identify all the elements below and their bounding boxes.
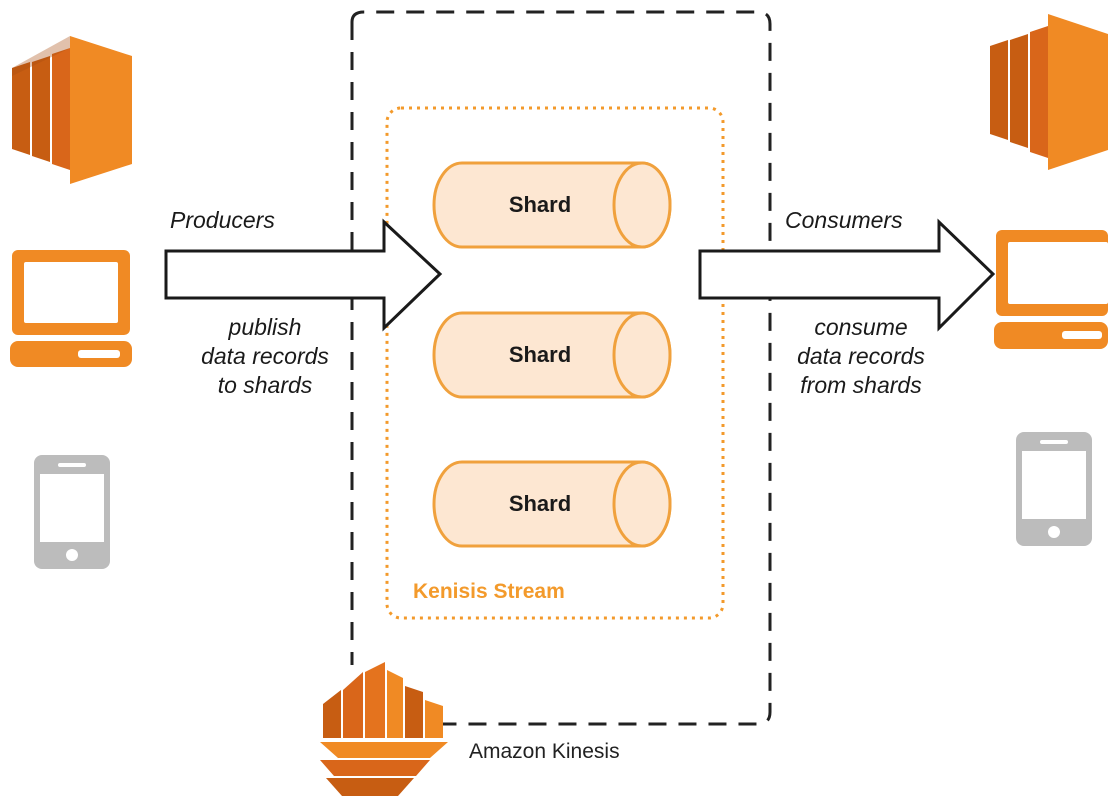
kinesis-stream-container: [385, 106, 725, 620]
consumer-laptop-icon: [994, 230, 1108, 349]
shard-3: [432, 460, 672, 548]
consumers-arrow: [698, 218, 996, 332]
consumer-ec2-instance-icon: [990, 14, 1108, 170]
producers-action-text: publish data records to shards: [190, 313, 340, 400]
kinesis-stream-title: Kenisis Stream: [413, 580, 565, 603]
producers-arrow: [164, 218, 443, 332]
consumers-action-text: consume data records from shards: [776, 313, 946, 400]
amazon-kinesis-logo-icon: [320, 662, 448, 796]
consumers-action-line-2: data records: [797, 343, 925, 369]
consumer-mobile-phone-icon: [1016, 432, 1092, 546]
consumers-label: Consumers: [785, 207, 903, 233]
shard-1-label: Shard: [508, 192, 572, 217]
consumers-action-line-1: consume: [814, 314, 908, 340]
producers-label: Producers: [170, 207, 275, 233]
producers-action-line-3: to shards: [217, 372, 313, 398]
producers-action-line-1: publish: [228, 314, 302, 340]
producer-laptop-icon: [10, 250, 132, 367]
producer-ec2-instance-icon: [12, 36, 132, 184]
amazon-kinesis-label: Amazon Kinesis: [469, 740, 620, 763]
shard-2-label: Shard: [508, 342, 572, 367]
shard-3-label: Shard: [508, 491, 572, 516]
shard-2: [432, 311, 672, 399]
producer-mobile-phone-icon: [34, 455, 110, 569]
shard-1: [432, 161, 672, 249]
consumers-action-line-3: from shards: [800, 372, 922, 398]
kinesis-boundary: [350, 10, 772, 726]
producers-action-line-2: data records: [201, 343, 329, 369]
